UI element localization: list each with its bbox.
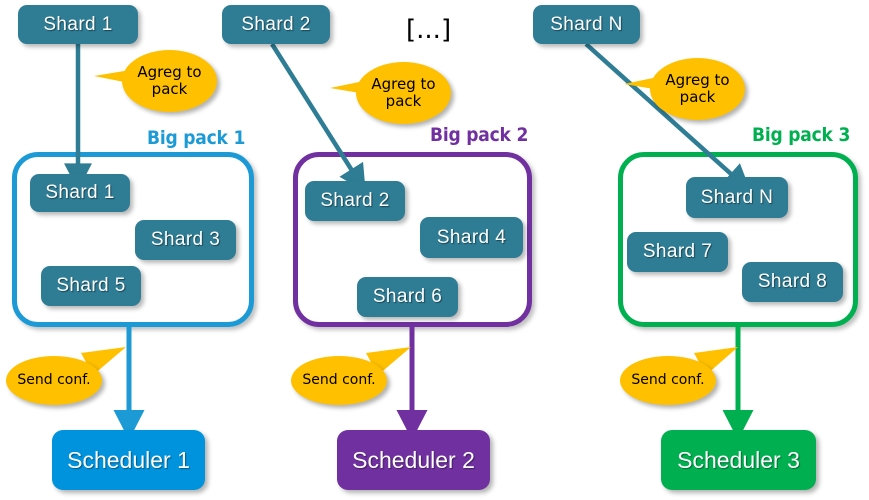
source-shard-2-label: Shard 2 xyxy=(241,13,311,35)
pack-3-shard-n[interactable]: Shard N xyxy=(686,177,788,218)
callout-send-3: Send conf. xyxy=(612,345,744,405)
callout-agreg-1-bubble: Agreg to pack xyxy=(122,50,217,112)
source-shard-1[interactable]: Shard 1 xyxy=(18,5,138,44)
source-shard-n-label: Shard N xyxy=(550,13,623,35)
pack-1-shard-5-label: Shard 5 xyxy=(56,275,126,296)
callout-agreg-3-bubble: Agreg to pack xyxy=(650,58,745,120)
callout-send-2: Send conf. xyxy=(288,345,418,405)
callout-agreg-1-label: Agreg to pack xyxy=(137,63,202,98)
callout-agreg-2-bubble: Agreg to pack xyxy=(356,62,451,124)
pack-2-shard-2[interactable]: Shard 2 xyxy=(305,181,405,221)
pack-2-shard-6[interactable]: Shard 6 xyxy=(357,277,458,317)
pack-2-shard-6-label: Shard 6 xyxy=(372,286,443,307)
callout-agreg-3: Agreg to pack xyxy=(622,58,747,126)
pack-1-label: Big pack 1 xyxy=(147,127,246,149)
callout-agreg-2-label: Agreg to pack xyxy=(371,75,436,110)
callout-send-1-bubble: Send conf. xyxy=(6,356,102,405)
callout-send-3-label: Send conf. xyxy=(631,371,705,388)
callout-agreg-1: Agreg to pack xyxy=(92,48,217,116)
pack-2-shard-4[interactable]: Shard 4 xyxy=(420,217,523,258)
source-shard-n[interactable]: Shard N xyxy=(533,5,640,44)
callout-send-2-label: Send conf. xyxy=(302,371,376,388)
pack-3-label: Big pack 3 xyxy=(752,124,851,146)
scheduler-1[interactable]: Scheduler 1 xyxy=(52,430,205,490)
callout-agreg-2: Agreg to pack xyxy=(328,62,453,130)
source-shard-1-label: Shard 1 xyxy=(43,13,113,35)
pack-3-shard-7-label: Shard 7 xyxy=(642,241,713,262)
scheduler-2-label: Scheduler 2 xyxy=(352,446,475,473)
pack-3-shard-8-label: Shard 8 xyxy=(757,271,828,292)
scheduler-3[interactable]: Scheduler 3 xyxy=(661,430,816,490)
pack-3-shard-n-label: Shard N xyxy=(700,186,774,208)
pack-1-shard-3[interactable]: Shard 3 xyxy=(135,220,236,260)
pack-1-shard-1-label: Shard 1 xyxy=(45,182,115,203)
pack-2-label: Big pack 2 xyxy=(430,124,529,146)
big-pack-2[interactable] xyxy=(293,152,532,327)
pack-1-shard-5[interactable]: Shard 5 xyxy=(41,266,141,306)
callout-send-2-bubble: Send conf. xyxy=(291,356,387,405)
callout-send-1: Send conf. xyxy=(3,345,133,405)
ellipsis-marker: [...] xyxy=(406,15,451,45)
pack-1-shard-3-label: Shard 3 xyxy=(150,229,221,250)
pack-3-shard-7[interactable]: Shard 7 xyxy=(627,232,728,272)
callout-agreg-3-label: Agreg to pack xyxy=(665,71,730,106)
pack-2-shard-4-label: Shard 4 xyxy=(436,226,507,248)
callout-send-3-bubble: Send conf. xyxy=(620,356,716,405)
ellipsis-label: [...] xyxy=(406,15,452,45)
source-shard-2[interactable]: Shard 2 xyxy=(222,5,330,44)
scheduler-2[interactable]: Scheduler 2 xyxy=(337,430,490,490)
scheduler-1-label: Scheduler 1 xyxy=(67,446,190,473)
pack-1-shard-1[interactable]: Shard 1 xyxy=(30,174,130,212)
pack-3-shard-8[interactable]: Shard 8 xyxy=(742,262,843,302)
big-pack-1[interactable] xyxy=(12,152,254,327)
scheduler-3-label: Scheduler 3 xyxy=(677,446,800,473)
callout-send-1-label: Send conf. xyxy=(17,371,91,388)
pack-2-shard-2-label: Shard 2 xyxy=(320,190,390,211)
